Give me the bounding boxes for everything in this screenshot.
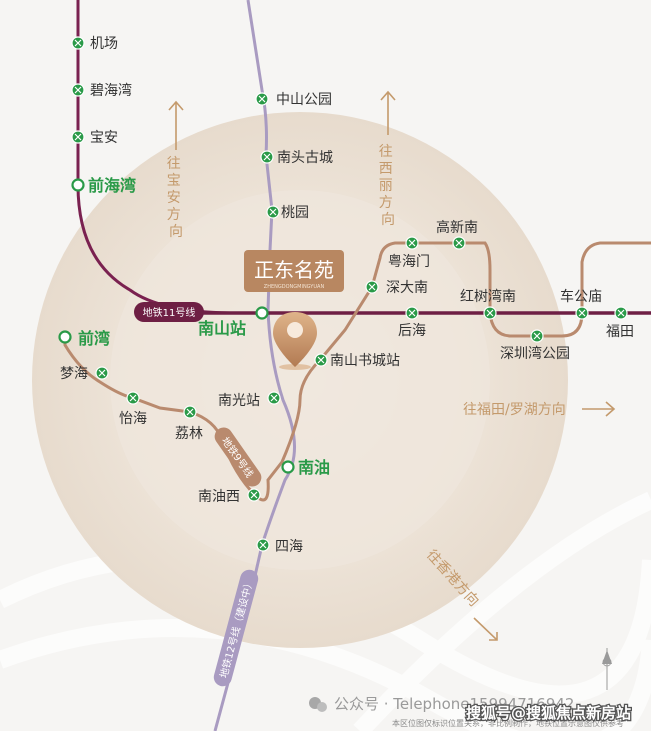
station-marker-crosses — [74, 39, 625, 549]
station-nanguang: 南光站 — [218, 393, 260, 409]
direction-xili: 往 西 丽 方 向 — [379, 90, 397, 228]
project-badge: 正东名苑 ZHENGDONGMINGYUAN — [244, 250, 344, 292]
inner-radius-circle — [110, 190, 490, 570]
station-jichang: 机场 — [90, 36, 118, 52]
interchange-markers — [58, 178, 295, 474]
direction-baoan-text: 往 宝 安 方 向 — [167, 156, 185, 240]
watermark: 搜狐号@搜狐焦点新房站 — [465, 703, 633, 724]
station-labels: 机场 碧海湾 宝安 梦海 怡海 荔林 南油西 四海 南光站 南山书城站 中山公园… — [60, 36, 634, 555]
station-nanshan: 南山站 — [198, 319, 246, 338]
station-nanshanshucheng: 南山书城站 — [330, 353, 400, 369]
station-shenzhenwangongyuan: 深圳湾公园 — [500, 345, 570, 362]
station-zhongshangongyuan: 中山公园 — [276, 92, 332, 108]
station-yihai: 怡海 — [119, 411, 147, 427]
wechat-footer: 公众号 · Telephone15994716942 — [309, 695, 574, 713]
station-nantouguchenng: 南头古城 — [277, 150, 333, 166]
station-bihaiwan: 碧海湾 — [90, 82, 132, 99]
station-baoan: 宝安 — [90, 130, 118, 146]
svg-text:ZHENGDONGMINGYUAN: ZHENGDONGMINGYUAN — [264, 284, 325, 290]
station-nanyou: 南油 — [298, 458, 330, 477]
disclaimer-text: 本区位图仅标识位置关系，非比例制作，地铁位置示意图仅供参考 — [392, 718, 624, 728]
svg-text:公众号 · Telephone15994716942: 公众号 · Telephone15994716942 — [334, 695, 574, 713]
location-pin-icon — [273, 312, 317, 370]
station-chegongmiao: 车公庙 — [560, 288, 602, 305]
direction-xili-text: 往 西 丽 方 向 — [379, 144, 397, 228]
svg-text:地铁11号线: 地铁11号线 — [143, 306, 196, 319]
station-sihai: 四海 — [275, 539, 303, 555]
station-yuehaimen: 粤海门 — [388, 254, 430, 270]
station-houhai: 后海 — [398, 323, 426, 339]
station-menghai: 梦海 — [60, 366, 88, 382]
station-futian: 福田 — [606, 324, 634, 340]
svg-text:搜狐号@搜狐焦点新房站: 搜狐号@搜狐焦点新房站 — [466, 704, 631, 722]
line-11-label: 地铁11号线 — [134, 302, 204, 322]
metro-line-9 — [63, 241, 651, 502]
station-nanyouxi: 南油西 — [198, 489, 240, 505]
station-shendananan: 深大南 — [386, 280, 428, 296]
station-gaoxinnan: 高新南 — [436, 219, 478, 236]
direction-futian: 往福田/罗湖方向 — [463, 401, 616, 418]
direction-baoan: 往 宝 安 方 向 — [167, 100, 185, 240]
station-qianhaiwan: 前海湾 — [88, 176, 136, 195]
svg-text:正东名苑: 正东名苑 — [254, 258, 334, 282]
interchange-labels: 前海湾 前湾 南油 南山站 — [78, 176, 330, 477]
north-compass-icon — [602, 648, 612, 690]
station-taoyuan: 桃园 — [281, 205, 309, 221]
station-hongshuwannan: 红树湾南 — [460, 288, 516, 305]
station-qianwan: 前湾 — [78, 329, 110, 348]
metro-line-12 — [213, 0, 296, 731]
svg-text:往福田/罗湖方向: 往福田/罗湖方向 — [463, 402, 566, 418]
station-lilin: 荔林 — [175, 426, 203, 442]
